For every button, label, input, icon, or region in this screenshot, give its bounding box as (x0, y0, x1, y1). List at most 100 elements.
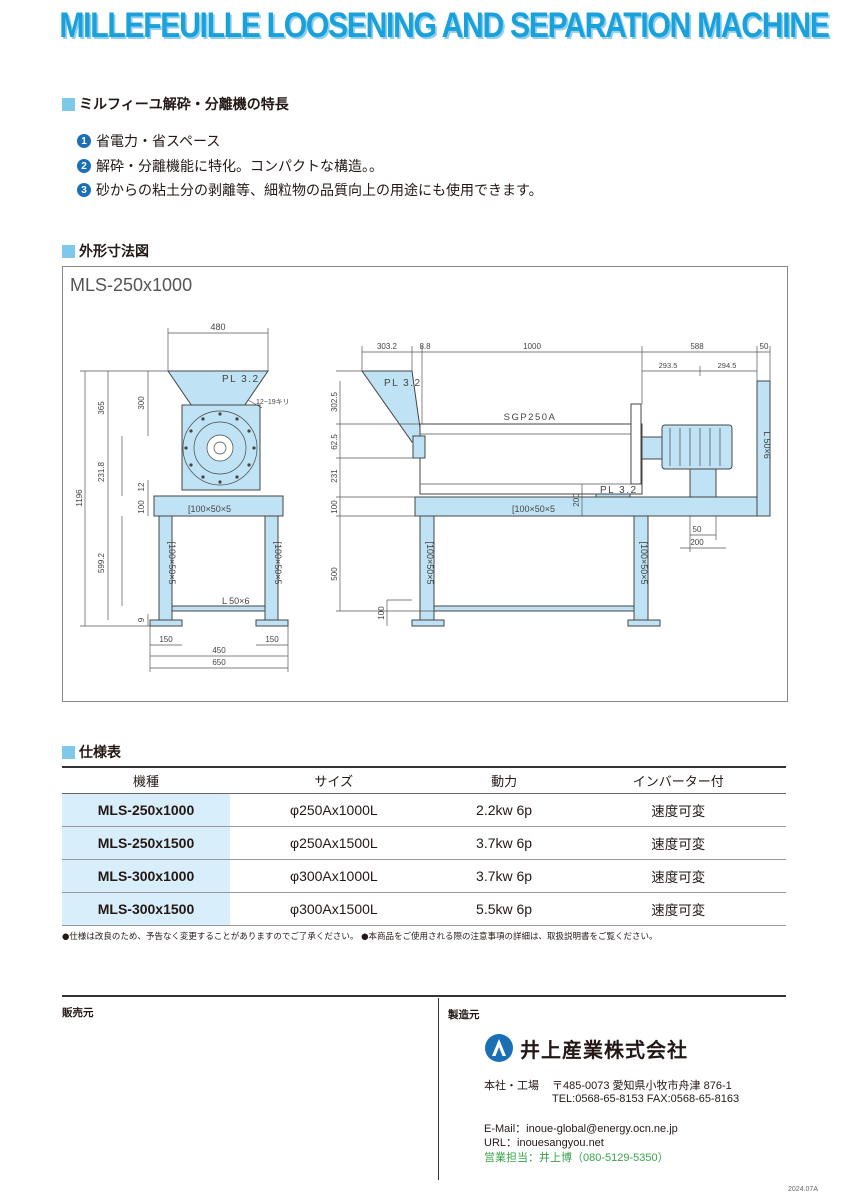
side-beam-label: [100×50×5 (512, 504, 555, 514)
size-cell: φ300Ax1500L (230, 892, 438, 926)
inverter-cell: 速度可変 (570, 793, 786, 827)
section-square-icon (62, 244, 75, 258)
dim-label: 8.8 (419, 342, 431, 351)
page-title: MILLEFEUILLE LOOSENING AND SEPARATION MA… (59, 6, 829, 45)
dim-label: 300 (137, 396, 146, 410)
inverter-cell: 速度可変 (570, 892, 786, 926)
dim-front-overall: 1196 (75, 489, 84, 507)
feature-item: 2 解砕・分離機能に特化。コンパクトな構造。。 (77, 156, 383, 176)
front-pl-label: PL 3.2 (222, 374, 260, 385)
dim-label: 302.5 (330, 391, 339, 412)
company-name: 井上産業株式会社 (520, 1038, 688, 1062)
col-header: サイズ (230, 766, 438, 794)
side-pipe-label: SGP250A (504, 412, 557, 423)
feature-item: 3 砂からの粘土分の剥離等、細粒物の品質向上の用途にも使用できます。 (77, 180, 543, 200)
document-code: 2024.07A (788, 1186, 818, 1193)
address: 〒485-0073 愛知県小牧市舟津 876-1 (552, 1080, 732, 1092)
dim-label: 294.5 (718, 361, 737, 370)
size-cell: φ250Ax1000L (230, 793, 438, 827)
dim-label: 1000 (523, 342, 541, 351)
dim-label: 100 (377, 606, 386, 620)
model-cell: MLS-250x1000 (62, 793, 230, 827)
front-leg-left-label: [100×50×5 (167, 541, 177, 584)
dim-label: 200 (690, 538, 704, 547)
drawing-model-label: MLS-250x1000 (70, 275, 193, 295)
col-header: 機種 (62, 766, 230, 794)
dim-label: 231 (330, 469, 339, 483)
dim-label: 588 (690, 342, 704, 351)
dim-label: 293.5 (659, 361, 678, 370)
dim-label: 599.2 (97, 552, 106, 573)
spec-heading-text: 仕様表 (79, 745, 121, 761)
section-square-icon (62, 745, 75, 759)
dim-label: 500 (330, 567, 339, 581)
section-square-icon (62, 97, 75, 111)
power-cell: 5.5kw 6p (437, 892, 571, 926)
front-flange (182, 410, 258, 486)
dim-label: 450 (212, 646, 226, 655)
dim-front-top: 480 (210, 322, 225, 332)
footer-divider (62, 995, 786, 997)
power-cell: 3.7kw 6p (437, 859, 571, 893)
dim-label: 200 (572, 493, 581, 507)
drawing-frame (62, 266, 788, 702)
table-row: MLS-300x1500 φ300Ax1500L 5.5kw 6p 速度可変 (62, 892, 786, 926)
dim-label: 650 (212, 658, 226, 667)
side-drum (419, 423, 643, 495)
side-post-label: L 50×6 (762, 431, 772, 458)
features-heading: ミルフィーユ解砕・分離機の特長 (62, 94, 289, 114)
dim-label: 303.2 (377, 342, 398, 351)
side-post (756, 380, 771, 517)
email: E-Mail：inoue-global@energy.ocn.ne.jp (484, 1123, 678, 1135)
spec-note: ●仕様は改良のため、予告なく変更することがありますのでご了承ください。 ●本商品… (62, 932, 658, 942)
dim-label: 50 (693, 525, 702, 534)
side-pl-mid-label: PL 3.2 (600, 485, 638, 496)
front-brace (171, 605, 266, 612)
feature-text: 省電力・省スペース (96, 134, 221, 150)
front-top-beam (153, 495, 284, 517)
dim-label: 12 (137, 482, 146, 491)
seller-label: 販売元 (62, 1007, 94, 1019)
power-cell: 2.2kw 6p (437, 793, 571, 827)
front-housing (181, 404, 261, 491)
front-beam-label: [100×50×5 (188, 504, 231, 514)
feature-item: 1 省電力・省スペース (77, 131, 220, 151)
features-heading-text: ミルフィーユ解砕・分離機の特長 (79, 97, 289, 113)
dim-label: 9 (137, 617, 146, 622)
model-cell: MLS-250x1500 (62, 826, 230, 860)
col-header: 動力 (437, 766, 571, 794)
address-label: 本社・工場 (484, 1080, 539, 1092)
dim-label: 100 (137, 500, 146, 514)
feature-text: 砂からの粘土分の剥離等、細粒物の品質向上の用途にも使用できます。 (96, 183, 543, 199)
side-leg-right-label: [100×50×5 (639, 541, 649, 584)
table-row: MLS-250x1500 φ250Ax1500L 3.7kw 6p 速度可変 (62, 826, 786, 860)
dim-label: 150 (159, 635, 173, 644)
dim-label: 100 (330, 500, 339, 514)
inverter-cell: 速度可変 (570, 859, 786, 893)
dim-label: 62.5 (330, 434, 339, 450)
company-logo-icon (485, 1034, 513, 1062)
model-cell: MLS-300x1500 (62, 892, 230, 926)
side-top-beam (414, 496, 761, 517)
sales-contact: 営業担当：井上博（080-5129-5350） (484, 1152, 669, 1164)
table-row: MLS-250x1000 φ250Ax1000L 2.2kw 6p 速度可変 (62, 793, 786, 827)
number-badge-icon: 1 (77, 134, 91, 148)
drawing-heading-text: 外形寸法図 (79, 244, 149, 260)
dim-label: 365 (97, 401, 106, 415)
drawing-heading: 外形寸法図 (62, 241, 149, 261)
number-badge-icon: 2 (77, 159, 91, 173)
side-pl-top-label: PL 3.2 (384, 378, 422, 389)
model-cell: MLS-300x1000 (62, 859, 230, 893)
side-motor (661, 424, 733, 470)
size-cell: φ300Ax1000L (230, 859, 438, 893)
front-brace-label: L 50×6 (222, 596, 249, 606)
table-row: MLS-300x1000 φ300Ax1000L 3.7kw 6p 速度可変 (62, 859, 786, 893)
maker-label: 製造元 (448, 1009, 480, 1021)
number-badge-icon: 3 (77, 183, 91, 197)
dim-label: 50 (760, 342, 769, 351)
spec-heading: 仕様表 (62, 742, 121, 762)
table-header-row: 機種 サイズ 動力 インバーター付 (62, 766, 786, 794)
front-hole-note: 12−19キリ (256, 399, 290, 406)
footer-vertical-divider (438, 998, 439, 1180)
spec-table: 機種 サイズ 動力 インバーター付 MLS-250x1000 φ250Ax100… (62, 766, 786, 926)
